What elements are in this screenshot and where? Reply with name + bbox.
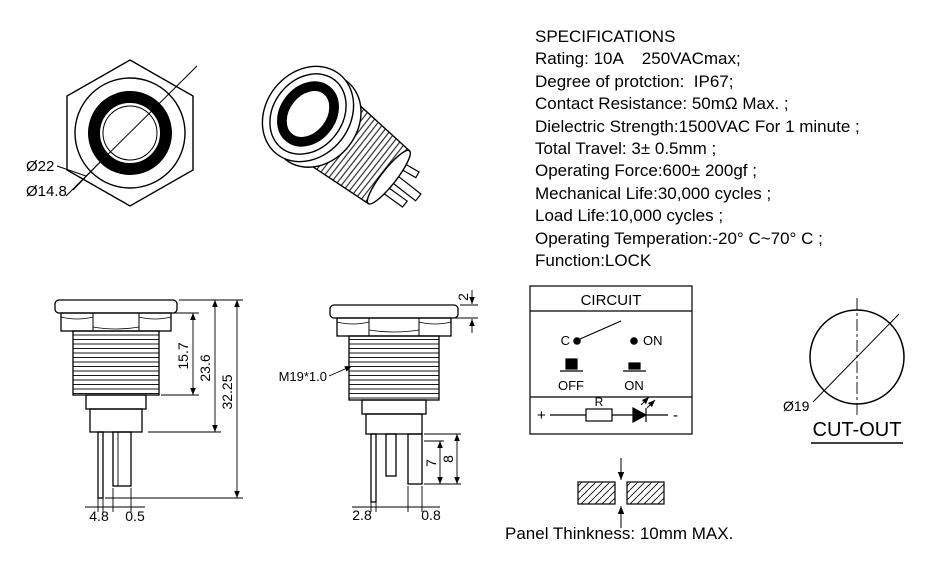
circuit-off-button-glyph <box>565 358 578 370</box>
svb-dim-terminal-inner: 7 <box>423 459 439 467</box>
side-view-b-dimensions <box>328 290 478 512</box>
spec-line-dielectric: Dielectric Strength:1500VAC For 1 minute… <box>535 116 860 136</box>
svb-dim-pin-thickness: 0.8 <box>421 507 441 523</box>
cutout-dia-label: Ø19 <box>783 398 810 414</box>
circuit-switch-lever <box>579 320 622 340</box>
spec-line-load-life: Load Life:10,000 cycles ; <box>535 206 724 226</box>
circuit-on-contact <box>630 337 638 345</box>
svb-dim-head-thickness: 2 <box>455 293 471 301</box>
circuit-resistor-label: R <box>595 395 604 409</box>
circuit-title: CIRCUIT <box>581 292 642 309</box>
front-view-drawing <box>56 59 198 207</box>
front-outer-dia-label: Ø22 <box>26 158 54 175</box>
sva-body-upper <box>85 394 147 410</box>
svb-body-lower <box>365 413 423 435</box>
specifications-title: SPECIFICATIONS <box>535 27 676 46</box>
svb-pin-mid <box>385 433 397 477</box>
circuit-on-contact-label: ON <box>643 333 663 348</box>
hex-bezel-outline <box>66 59 194 207</box>
bezel-circle <box>74 77 186 189</box>
sva-dim-terminal-width: 4.8 <box>89 508 109 524</box>
svb-terminal-flat <box>407 433 423 485</box>
circuit-border <box>529 285 693 435</box>
perspective-face-inner <box>269 73 347 155</box>
svb-dim-terminal-length: 8 <box>440 455 456 463</box>
sva-dim-terminal-thickness: 0.5 <box>125 508 145 524</box>
svb-thread-spec-label: M19*1.0 <box>279 369 327 384</box>
sva-dim-thread-length: 15.7 <box>175 342 191 369</box>
side-view-b-drawing <box>329 304 459 503</box>
spec-line-mech-life: Mechanical Life:30,000 cycles ; <box>535 183 772 203</box>
side-view-a-dimensions <box>85 299 243 512</box>
circuit-common-contact <box>573 337 581 345</box>
cutout-drawing <box>809 298 905 416</box>
circuit-minus-label: - <box>673 407 678 424</box>
spec-line-force: Operating Force:600± 200gf ; <box>535 161 757 181</box>
circuit-on-button-glyph <box>628 362 641 370</box>
panel-thickness-note: Panel Thinkness: 10mm MAX. <box>505 524 734 543</box>
perspective-view-drawing <box>261 65 422 208</box>
sva-dim-total-length: 32.25 <box>219 374 235 409</box>
circuit-led <box>632 406 648 424</box>
perspective-pins <box>379 160 422 208</box>
svb-hex-nut <box>336 317 452 337</box>
cutout-title: CUT-OUT <box>813 419 902 441</box>
sva-pin-thin <box>97 431 104 499</box>
spec-line-travel: Total Travel: 3± 0.5mm ; <box>535 139 717 159</box>
spec-line-rating: Rating: 10A 250VACmax; <box>535 49 741 69</box>
leader-outer-dia <box>56 165 87 177</box>
plunger-circle <box>102 105 158 161</box>
sva-thread <box>72 330 160 396</box>
sva-hex-nut <box>60 312 172 332</box>
spec-line-function: Function:LOCK <box>535 251 652 271</box>
svb-thread <box>348 335 440 401</box>
panel-section-drawing <box>577 458 665 528</box>
panel-section-left <box>577 481 616 505</box>
circuit-common-label: C <box>561 333 570 348</box>
circuit-on-button-label: ON <box>624 378 644 393</box>
specifications-block: SPECIFICATIONS Rating: 10A 250VACmax; De… <box>535 26 860 272</box>
perspective-led-ring <box>277 81 339 147</box>
circuit-diagram <box>529 285 693 435</box>
sva-dim-body-length: 23.6 <box>197 354 213 381</box>
sva-terminal-flat <box>112 431 132 487</box>
svb-body-upper <box>361 399 427 415</box>
circuit-plus-label: + <box>537 407 546 424</box>
svb-pin-thin <box>370 433 377 503</box>
panel-section-right <box>626 481 665 505</box>
spec-line-temperature: Operating Temperation:-20° C~70° C ; <box>535 228 823 248</box>
spec-line-contact-resistance: Contact Resistance: 50mΩ Max. ; <box>535 94 789 114</box>
sva-body-lower <box>89 408 143 433</box>
svb-head <box>329 304 459 319</box>
side-view-a-drawing <box>54 299 178 499</box>
sva-head <box>54 299 178 314</box>
leader-ring-dia <box>72 157 105 191</box>
circuit-resistor <box>585 408 613 422</box>
front-ring-dia-label: Ø14.8 <box>26 183 67 200</box>
cutout-leader-line <box>812 313 900 403</box>
perspective-body-end <box>366 149 412 205</box>
svb-dim-pin-width: 2.8 <box>352 507 372 523</box>
spec-line-protection: Degree of protction: IP67; <box>535 71 734 91</box>
circuit-off-button-label: OFF <box>558 378 584 393</box>
led-ring <box>88 91 172 175</box>
